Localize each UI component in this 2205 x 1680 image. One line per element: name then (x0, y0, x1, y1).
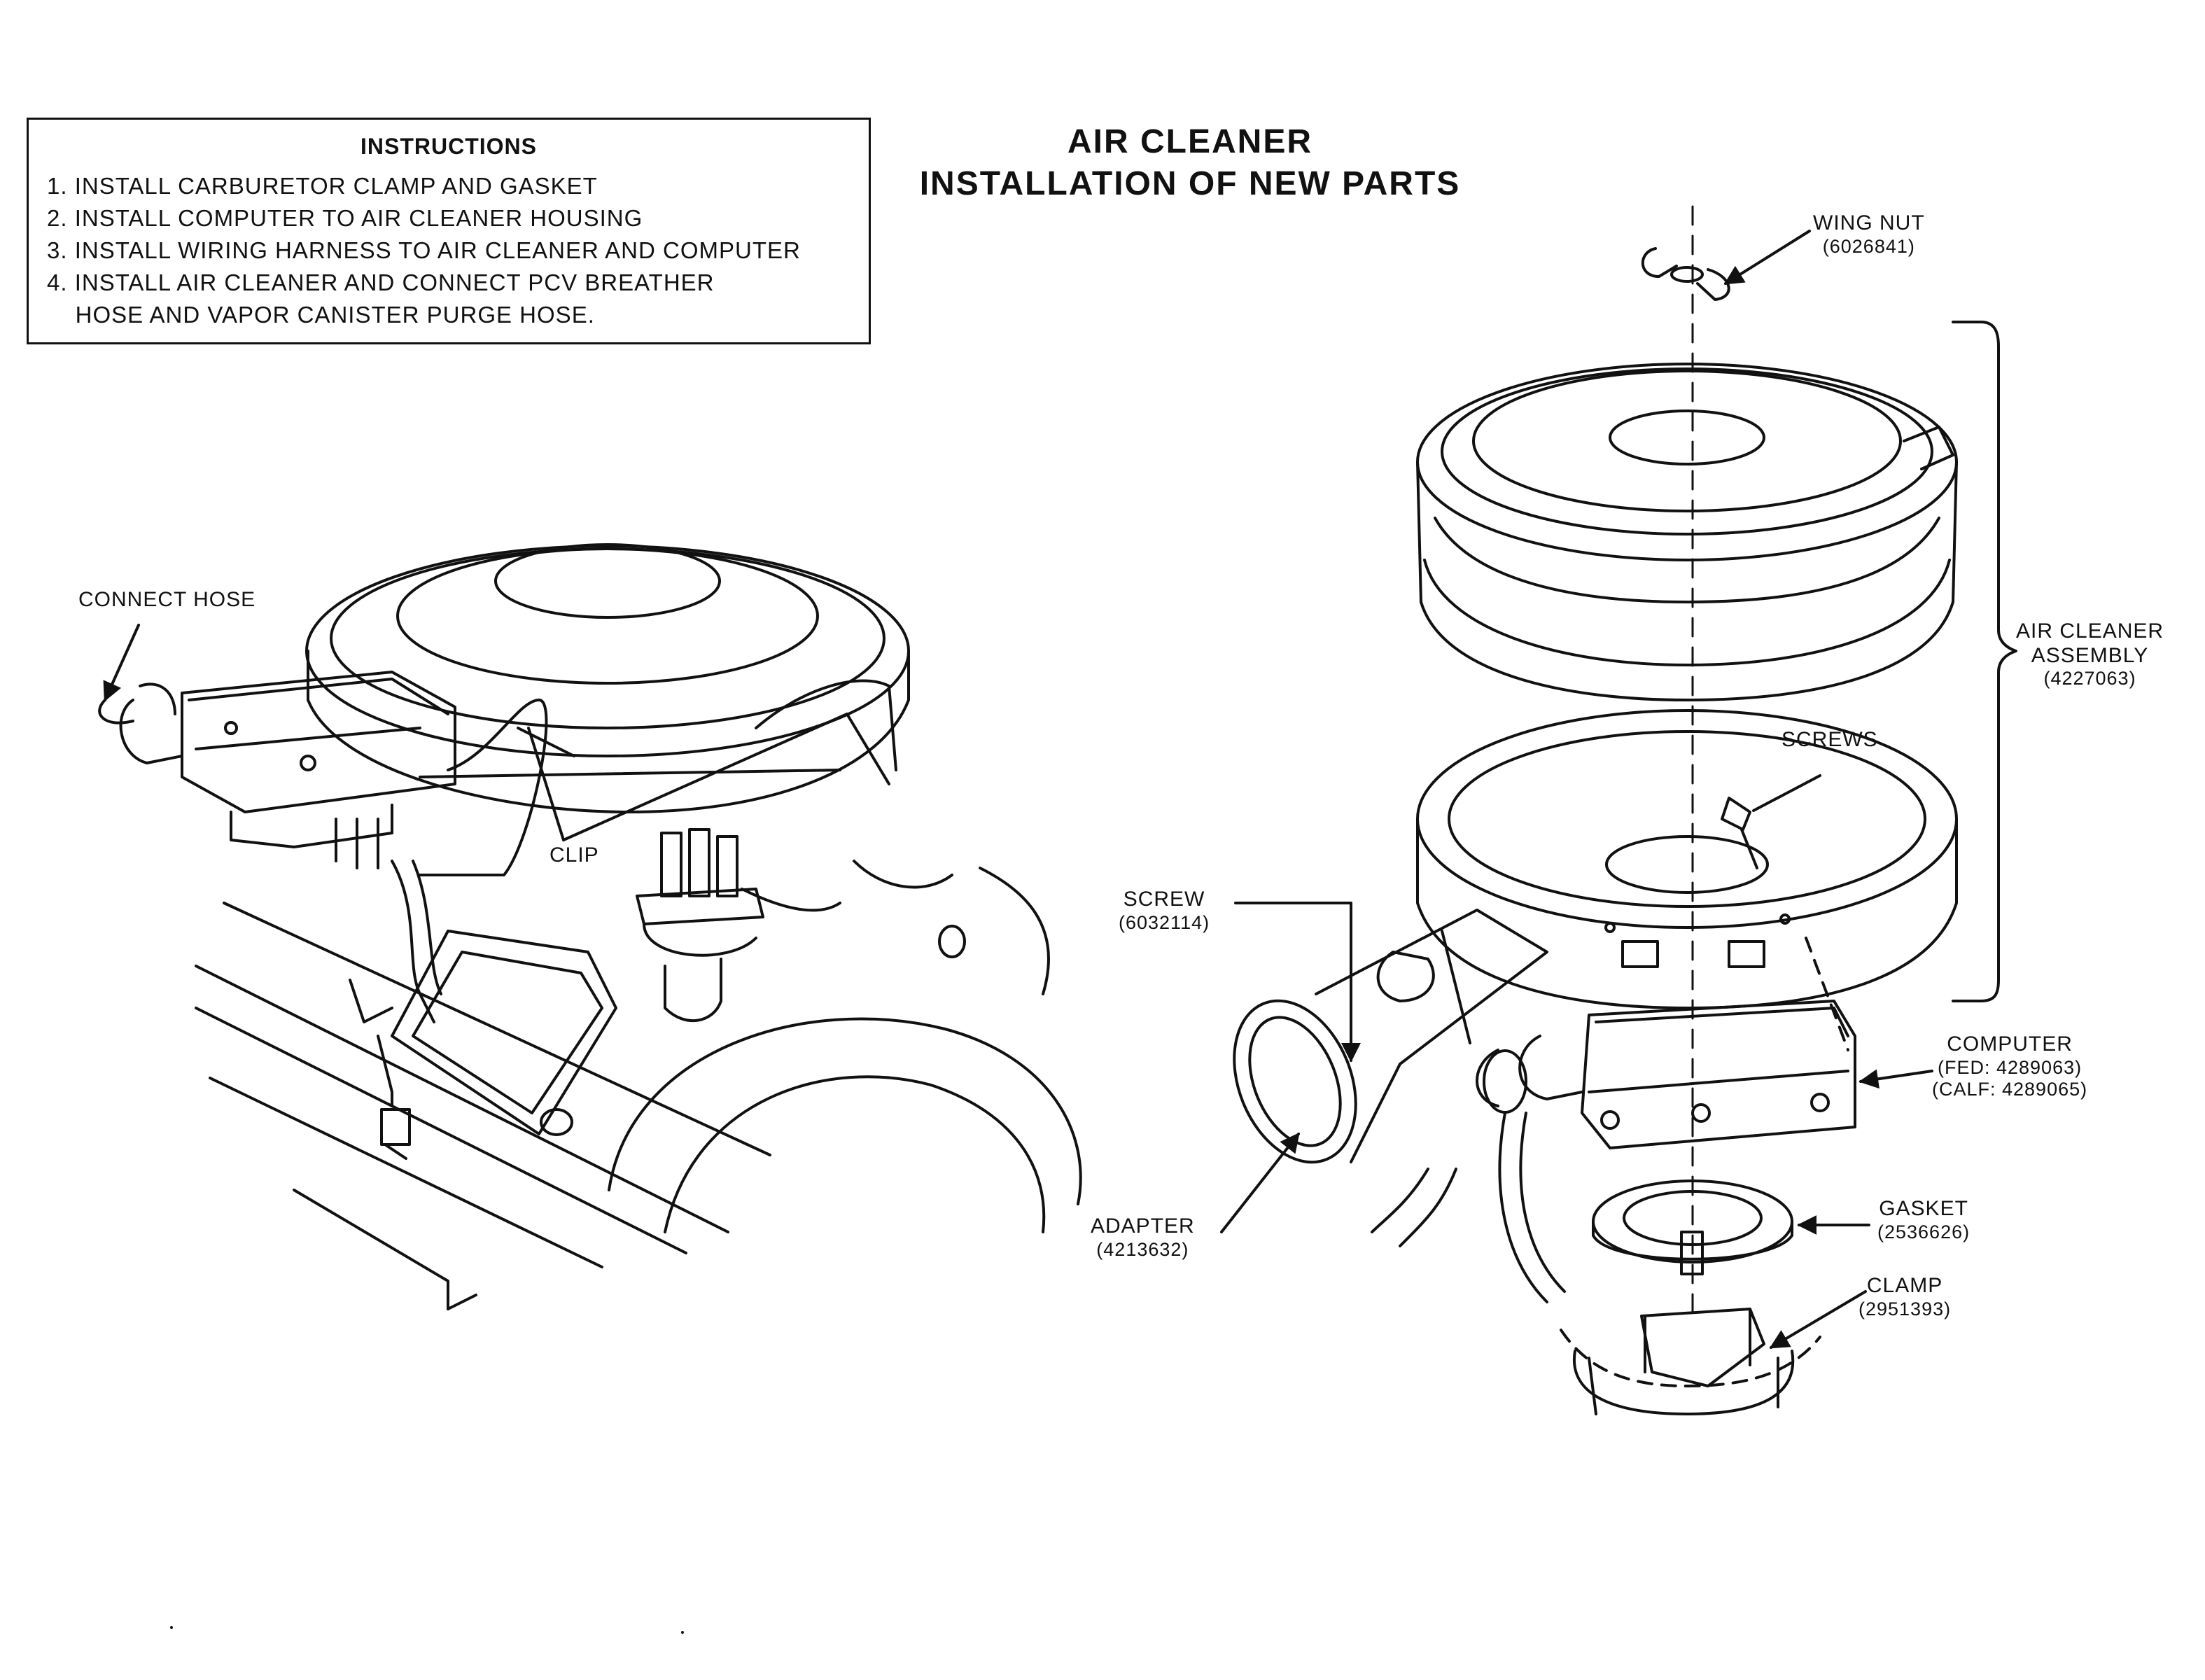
clip-label: CLIP (550, 844, 599, 867)
wiring-harness (391, 679, 953, 1023)
assembly-brace (1952, 321, 2017, 1002)
computer-arrow (1858, 1069, 1933, 1089)
instructions-list: 1. INSTALL CARBURETOR CLAMP AND GASKET 2… (47, 170, 801, 331)
instructions-box: INSTRUCTIONS 1. INSTALL CARBURETOR CLAMP… (27, 118, 871, 344)
connect-hose-label: CONNECT HOSE (78, 588, 256, 611)
clamp-name: CLAMP (1866, 1274, 1943, 1297)
computer-part (1476, 1000, 1856, 1149)
connect-hose-end (98, 699, 134, 724)
computer-label: COMPUTER (FED: 4289063) (CALF: 4289065) (1932, 1032, 2087, 1100)
sensor-connector (349, 979, 411, 1160)
carburetor-stud (1680, 1231, 1704, 1275)
installed-air-cleaner (305, 543, 910, 813)
title-line-1: AIR CLEANER (1067, 123, 1312, 160)
air-cleaner-lid (1416, 363, 1958, 603)
clamp-part-number: (2951393) (1858, 1298, 1952, 1320)
filter-element (1420, 517, 1954, 701)
adapter-name: ADAPTER (1091, 1214, 1195, 1238)
connect-hose-arrow (103, 624, 140, 702)
assembly-label-line-1: AIR CLEANER (2016, 620, 2164, 643)
clamp-part (1572, 1308, 1795, 1415)
clamp-label: CLAMP (2951393) (1858, 1274, 1951, 1320)
installed-computer (119, 671, 456, 869)
instruction-step: 1. INSTALL CARBURETOR CLAMP AND GASKET (47, 173, 598, 199)
adapter-part-number: (4213632) (1096, 1238, 1189, 1260)
gasket-part (1592, 1180, 1793, 1264)
adapter-label: ADAPTER (4213632) (1091, 1214, 1195, 1261)
valve-cover (391, 930, 617, 1136)
instruction-step: 3. INSTALL WIRING HARNESS TO AIR CLEANER… (47, 237, 801, 263)
screw-part-number: (6032114) (1119, 911, 1210, 933)
wing-nut-label: WING NUT (6026841) (1813, 211, 1925, 258)
computer-fed-part-number: (FED: 4289063) (1938, 1056, 2082, 1078)
assembly-part-number: (4227063) (2043, 668, 2136, 689)
screw-arrow (1234, 902, 1361, 1063)
gasket-part-number: (2536626) (1877, 1221, 1970, 1242)
adapter-arrow (1220, 1132, 1300, 1233)
clip-leader-2 (562, 713, 848, 841)
computer-calf-part-number: (CALF: 4289065) (1932, 1078, 2088, 1100)
wing-nut-name: WING NUT (1813, 211, 1925, 234)
clamp-arrow (1769, 1290, 1867, 1349)
speck (681, 1631, 684, 1634)
screw-label: SCREW (6032114) (1119, 888, 1210, 934)
gasket-label: GASKET (2536626) (1877, 1197, 1970, 1243)
exploded-view (1220, 205, 2017, 1415)
instruction-step: 2. INSTALL COMPUTER TO AIR CLEANER HOUSI… (47, 205, 643, 231)
carburetor-outline (1560, 1329, 1821, 1387)
wing-nut-part (1641, 247, 1730, 301)
screws-label: SCREWS (1782, 728, 1878, 751)
engine-front-housing (608, 867, 1082, 1233)
wing-nut-arrow (1723, 230, 1811, 285)
vacuum-hoses (1371, 1112, 1566, 1303)
adapter-part (1233, 909, 1548, 1164)
instruction-step: 4. INSTALL AIR CLEANER AND CONNECT PCV B… (47, 270, 715, 295)
screw-name: SCREW (1123, 888, 1205, 911)
assembly-label-line-2: ASSEMBLY (2031, 643, 2149, 667)
air-cleaner-assembly-label: AIR CLEANER ASSEMBLY (4227063) (2016, 620, 2164, 690)
wing-nut-part-number: (6026841) (1822, 235, 1915, 257)
mount-path-dashed (1805, 937, 1849, 1051)
speck (170, 1626, 173, 1629)
engine-installed-view (98, 543, 1082, 1310)
instruction-step: HOSE AND VAPOR CANISTER PURGE HOSE. (47, 302, 595, 328)
engine-block (195, 902, 771, 1310)
air-cleaner-housing (1416, 709, 1958, 1009)
clip-leader-1 (527, 727, 565, 841)
housing-screw-part (1721, 797, 1758, 869)
screws-leader (1752, 774, 1821, 812)
gasket-name: GASKET (1879, 1197, 1968, 1220)
title-line-2: INSTALLATION OF NEW PARTS (919, 165, 1461, 202)
distributor (636, 828, 764, 1022)
instructions-heading: INSTRUCTIONS (360, 134, 537, 159)
computer-name: COMPUTER (1947, 1032, 2073, 1056)
